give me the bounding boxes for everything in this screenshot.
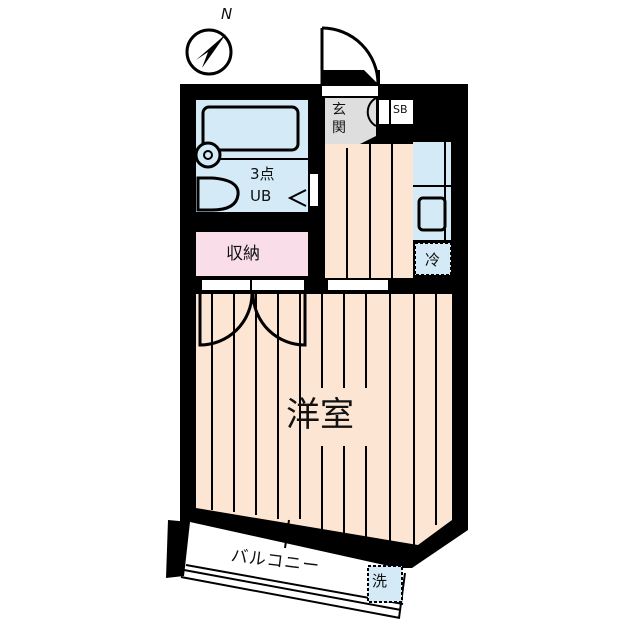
balcony bbox=[178, 540, 408, 618]
washer-space bbox=[367, 565, 403, 603]
entrance-label: 玄関 bbox=[332, 102, 346, 136]
storage-label: 収納 bbox=[226, 244, 260, 264]
bath-label-line2: UB bbox=[250, 187, 272, 205]
washer-label: 洗 bbox=[372, 572, 388, 590]
storage-area bbox=[196, 232, 308, 276]
main-room-label: 洋室 bbox=[286, 395, 354, 435]
fridge-space bbox=[414, 242, 452, 276]
north-label: N bbox=[221, 5, 233, 23]
main-room-floor bbox=[196, 294, 452, 545]
shoebox-label: SB bbox=[393, 103, 408, 116]
entrance-door bbox=[321, 26, 380, 85]
compass-icon bbox=[185, 28, 233, 76]
fridge-label: 冷 bbox=[425, 251, 441, 269]
bath-label-line1: 3点 bbox=[250, 165, 275, 183]
entrance-floor bbox=[325, 98, 376, 144]
